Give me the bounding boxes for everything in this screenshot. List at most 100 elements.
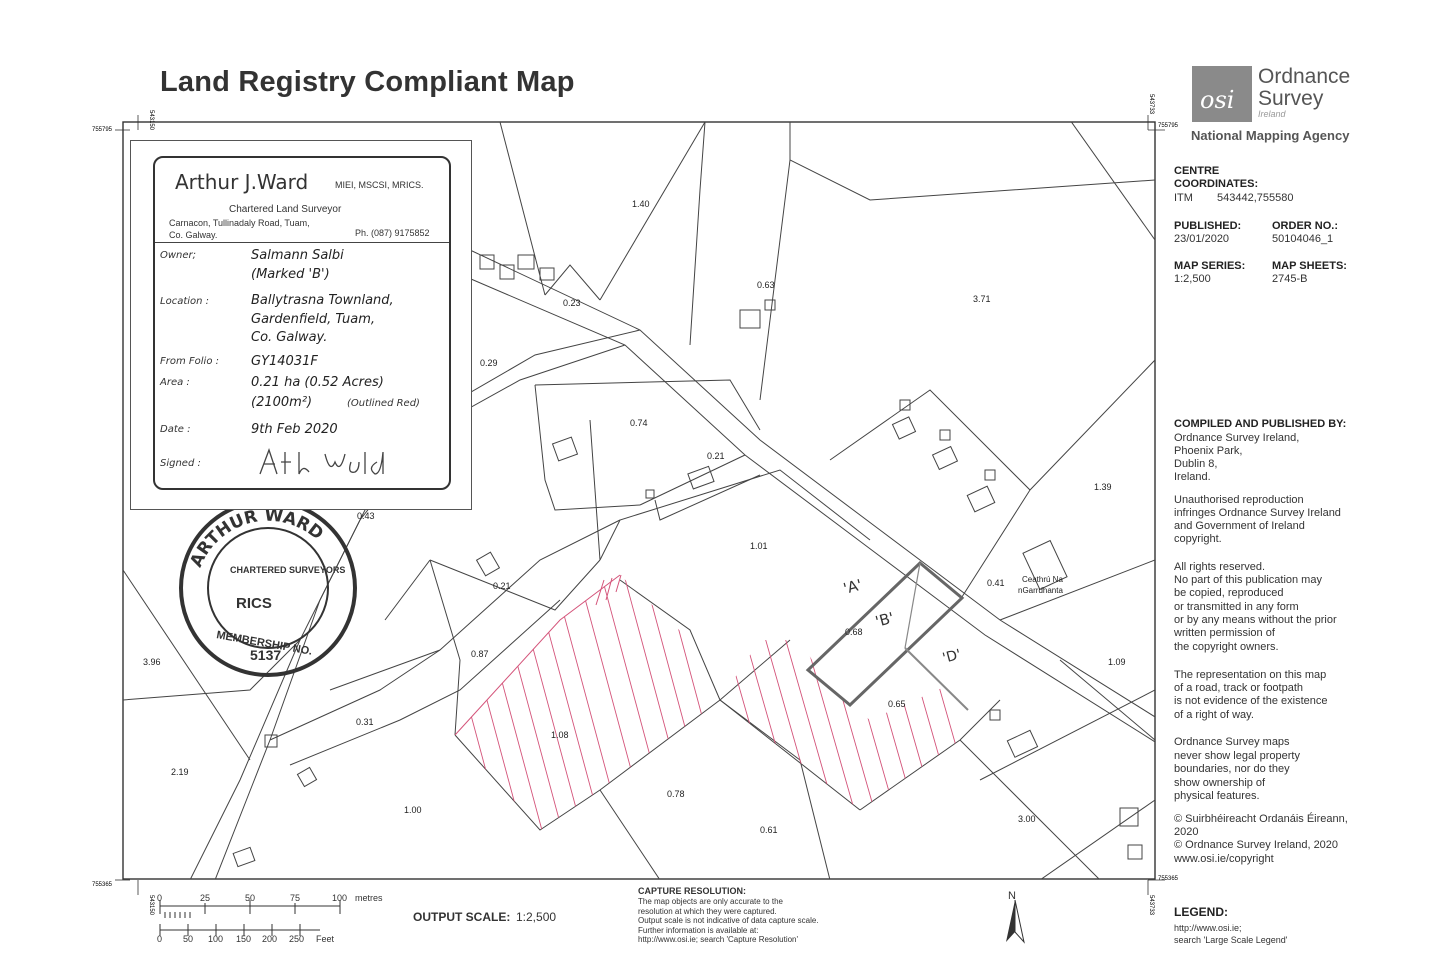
repr-line: of a right of way.	[1174, 709, 1254, 721]
plot-mark-d: 'D'	[941, 647, 963, 667]
unauth-line: infringes Ordnance Survey Ireland	[1174, 507, 1341, 519]
owner-mark: (Marked 'B')	[251, 267, 330, 282]
scale-m-tick: 0	[157, 893, 162, 903]
surveyor-phone: Ph. (087) 9175852	[355, 228, 430, 238]
parcel-label: 0.21	[707, 451, 725, 461]
capture-notes: The map objects are only accurate to the…	[638, 897, 819, 945]
osi-logo-text: osi	[1200, 86, 1235, 114]
area-m2: (2100m²)	[251, 395, 313, 410]
folio-label: From Folio :	[160, 356, 219, 367]
parcel-label: 3.96	[143, 657, 161, 667]
repr-line: The representation on this map	[1174, 669, 1327, 681]
capture-line: resolution at which they were captured.	[638, 906, 777, 916]
parcel-label: 0.43	[357, 511, 375, 521]
road3-edge-b	[289, 599, 561, 766]
scale-m-tick: 25	[200, 893, 210, 903]
scale-bars	[159, 900, 341, 936]
parcel-label: 1.08	[551, 730, 569, 740]
capture-line: Further information is available at:	[638, 925, 759, 935]
stamp-rics: RICS	[236, 595, 272, 612]
capture-link[interactable]: http://www.osi.ie; search 'Capture Resol…	[638, 935, 799, 945]
itm-label: ITM	[1174, 192, 1193, 204]
date-label: Date :	[160, 424, 191, 435]
area-note: (Outlined Red)	[347, 398, 420, 409]
parcel-label: 1.09	[1108, 657, 1126, 667]
location-line-2: Gardenfield, Tuam,	[251, 312, 376, 327]
compiled-title: COMPILED AND PUBLISHED BY:	[1174, 418, 1347, 430]
road3-edge-a	[269, 519, 621, 741]
north-arrow-icon	[1006, 899, 1025, 944]
plot-mark-b: 'B'	[873, 609, 896, 631]
hatched-area	[454, 574, 960, 830]
osi-name-2: Survey	[1258, 87, 1324, 110]
legend-search: search 'Large Scale Legend'	[1174, 935, 1288, 945]
scale-m-tick: 100	[332, 893, 347, 903]
rights-line: or transmitted in any form	[1174, 601, 1299, 613]
parcel-label: 3.71	[973, 294, 991, 304]
parcel-label: 0.78	[667, 789, 685, 799]
grid-ref-br-y: 755365	[1158, 876, 1179, 882]
plot-b-outline	[805, 560, 965, 708]
centre-title-2: COORDINATES:	[1174, 178, 1259, 190]
published-value: 23/01/2020	[1174, 233, 1230, 245]
rights-line: No part of this publication may	[1174, 574, 1322, 586]
repr-line: is not evidence of the existence	[1174, 695, 1328, 707]
grid-ref-tl-y: 755795	[92, 127, 113, 133]
signed-label: Signed :	[160, 458, 201, 469]
legend-link[interactable]: http://www.osi.ie;	[1174, 923, 1242, 933]
grid-ref-bl-y: 755365	[92, 882, 113, 888]
legend-title: LEGEND:	[1174, 905, 1228, 919]
parcel-label: 0.63	[757, 280, 775, 290]
grid-ref-br-x: 543733	[1148, 895, 1154, 916]
copyright-link[interactable]: www.osi.ie/copyright	[1174, 853, 1274, 865]
map-frame	[122, 121, 1156, 880]
scale-ft-label: Feet	[316, 934, 335, 944]
scale-m-tick: 75	[290, 893, 300, 903]
osm-line: Ordnance Survey maps	[1174, 736, 1290, 748]
parcel-label: 2.19	[171, 767, 189, 777]
parcel-label: 1.01	[750, 541, 768, 551]
scale-ft-tick: 50	[183, 934, 193, 944]
signature-image	[259, 448, 384, 475]
location-line-1: Ballytrasna Townland,	[251, 293, 394, 308]
map-features	[123, 122, 1155, 879]
repr-line: of a road, track or footpath	[1174, 682, 1304, 694]
surveyor-address-1: Carnacon, Tullinadaly Road, Tuam,	[169, 218, 310, 228]
osi-logo: osi	[1192, 66, 1252, 122]
parcel-label: 1.00	[404, 805, 422, 815]
rights-line: be copied, reproduced	[1174, 587, 1284, 599]
order-label: ORDER NO.:	[1272, 220, 1338, 232]
osi-name-3: Ireland	[1258, 109, 1286, 119]
owner-value: Salmann Salbi	[251, 248, 344, 263]
scale-ft-tick: 0	[157, 934, 162, 944]
parcel-label: 0.41	[987, 578, 1005, 588]
grid-ref-tr-y: 755795	[1158, 123, 1179, 129]
north-label: N	[1008, 890, 1016, 902]
surveyor-address-2: Co. Galway.	[169, 230, 218, 240]
road-edge-north	[469, 249, 1155, 718]
parcel-labels: 1.40 0.23 0.29 0.63 3.71 0.74 0.21 1.01 …	[143, 199, 1126, 835]
compiled-line: Dublin 8,	[1174, 458, 1218, 470]
parcel-label: 0.21	[493, 581, 511, 591]
plot-mark-a: 'A'	[841, 576, 864, 598]
output-scale-label: OUTPUT SCALE:	[413, 910, 511, 924]
unauth-line: copyright.	[1174, 533, 1222, 545]
centre-title-1: CENTRE	[1174, 165, 1220, 177]
copyright-line: © Ordnance Survey Ireland, 2020	[1174, 839, 1339, 851]
unauth-line: and Government of Ireland	[1174, 520, 1305, 532]
parcel-label: 3.00	[1018, 814, 1036, 824]
road-edge-south	[449, 269, 1155, 743]
capture-line: Output scale is not indicative of data c…	[638, 916, 819, 926]
output-scale-value: 1:2,500	[516, 910, 557, 924]
osm-line: boundaries, nor do they	[1174, 763, 1290, 775]
rights-line: the copyright owners.	[1174, 641, 1279, 653]
grid-ref-tl-x: 543150	[148, 110, 154, 131]
osm-line: show ownership of	[1174, 777, 1266, 789]
osi-name-1: Ordnance	[1258, 65, 1351, 88]
itm-value: 543442,755580	[1217, 192, 1294, 204]
surveyor-profession: Chartered Land Surveyor	[229, 204, 342, 215]
surveyor-stamp: ARTHUR WARD CHARTERED SURVEYORS RICS MEM…	[179, 499, 357, 677]
parcel-label: 0.23	[563, 298, 581, 308]
plot-outlines	[805, 560, 969, 711]
parcel-label: 0.65	[888, 699, 906, 709]
